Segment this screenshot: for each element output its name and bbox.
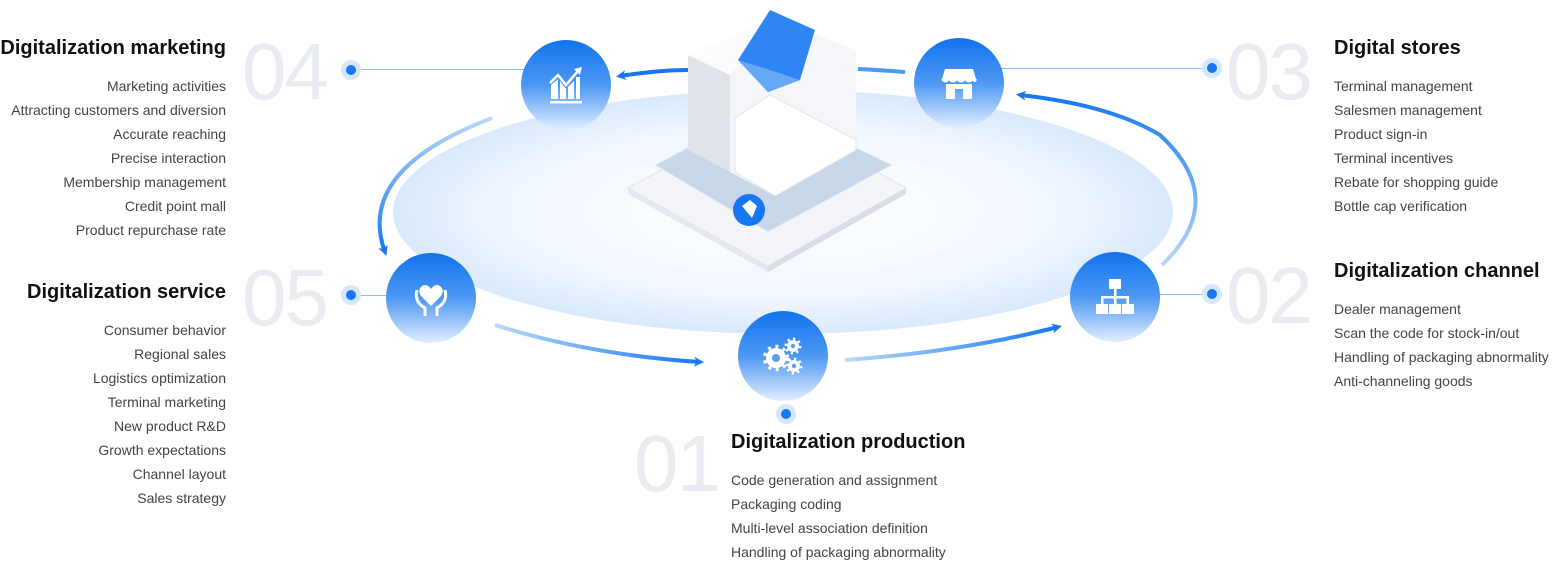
hierarchy-icon xyxy=(1096,279,1134,314)
stage-item: Rebate for shopping guide xyxy=(1334,174,1499,190)
gears-icon xyxy=(762,337,803,375)
arrow-05-to-01 xyxy=(494,323,704,367)
stage-02-info: Digitalization channel Dealer management… xyxy=(1334,259,1549,393)
stage-03-node[interactable] xyxy=(914,38,1004,128)
connector-05 xyxy=(360,295,390,296)
stage-title: Digital stores xyxy=(1334,37,1461,59)
heart-hands-icon xyxy=(414,285,448,316)
stage-04-node[interactable] xyxy=(521,40,611,130)
arrow-top-to-04 xyxy=(616,68,689,81)
stage-item: Scan the code for stock-in/out xyxy=(1334,325,1520,341)
stage-item: Terminal incentives xyxy=(1334,150,1454,166)
stage-item: Attracting customers and diversion xyxy=(11,102,226,118)
stage-item: Multi-level association definition xyxy=(731,520,928,536)
stage-item: Marketing activities xyxy=(106,78,226,94)
stage-item: Regional sales xyxy=(134,346,226,362)
arrow-04-to-05 xyxy=(377,116,493,256)
stage-item: Code generation and assignment xyxy=(731,472,938,488)
stage-number-02: 02 xyxy=(1226,251,1313,340)
stage-item: Salesmen management xyxy=(1334,102,1482,118)
arrow-02-to-03 xyxy=(1016,90,1198,267)
arrow-01-to-02 xyxy=(844,323,1062,362)
stage-item: Terminal management xyxy=(1334,78,1473,94)
stage-item: Sales strategy xyxy=(137,490,226,506)
stage-title: Digitalization production xyxy=(731,431,966,453)
stage-item: Dealer management xyxy=(1334,301,1461,317)
stage-item: Accurate reaching xyxy=(113,126,226,142)
stage-item: Handling of packaging abnormality xyxy=(1334,349,1549,365)
stage-item: Packaging coding xyxy=(731,496,842,512)
stage-item: Growth expectations xyxy=(98,442,226,458)
stage-05-node[interactable] xyxy=(386,253,476,343)
stage-item: Terminal marketing xyxy=(107,394,226,410)
stage-item: Logistics optimization xyxy=(92,370,226,386)
stage-item: Bottle cap verification xyxy=(1334,198,1468,214)
stage-item: New product R&D xyxy=(113,418,226,434)
connector-03 xyxy=(1000,68,1205,69)
marker-dot-03 xyxy=(1202,58,1222,78)
marker-dot-04 xyxy=(341,60,361,80)
stage-02-node[interactable] xyxy=(1070,252,1160,342)
growth-chart-icon xyxy=(549,67,582,104)
stage-04-info: Digitalization marketing Marketing activ… xyxy=(0,36,226,242)
stage-number-04: 04 xyxy=(242,27,329,116)
stage-number-05: 05 xyxy=(242,253,329,342)
store-icon xyxy=(941,69,977,99)
stage-number-03: 03 xyxy=(1226,27,1313,116)
stage-item: Handling of packaging abnormality xyxy=(731,544,946,560)
stage-05-info: Digitalization service Consumer behavior… xyxy=(27,280,226,510)
stage-item: Product repurchase rate xyxy=(75,222,226,238)
platform-illustration xyxy=(626,10,908,272)
stage-item: Consumer behavior xyxy=(103,322,226,338)
stage-item: Anti-channeling goods xyxy=(1334,373,1473,389)
stage-title: Digitalization service xyxy=(27,281,226,303)
stage-title: Digitalization channel xyxy=(1334,260,1540,282)
marker-dot-05 xyxy=(341,285,361,305)
arrow-03-to-top xyxy=(857,67,906,74)
stage-01-node[interactable] xyxy=(738,311,828,401)
stage-01-info: Digitalization production Code generatio… xyxy=(731,430,965,564)
stage-number-01: 01 xyxy=(634,419,721,508)
connector-02 xyxy=(1155,294,1205,295)
stage-item: Credit point mall xyxy=(124,198,226,214)
stage-item: Channel layout xyxy=(132,466,226,482)
stage-item: Membership management xyxy=(63,174,226,190)
connector-04 xyxy=(360,69,525,70)
stage-item: Product sign-in xyxy=(1334,126,1428,142)
marker-dot-02 xyxy=(1202,284,1222,304)
stage-title: Digitalization marketing xyxy=(0,37,226,59)
stage-item: Precise interaction xyxy=(110,150,226,166)
marker-dot-01 xyxy=(776,404,796,424)
